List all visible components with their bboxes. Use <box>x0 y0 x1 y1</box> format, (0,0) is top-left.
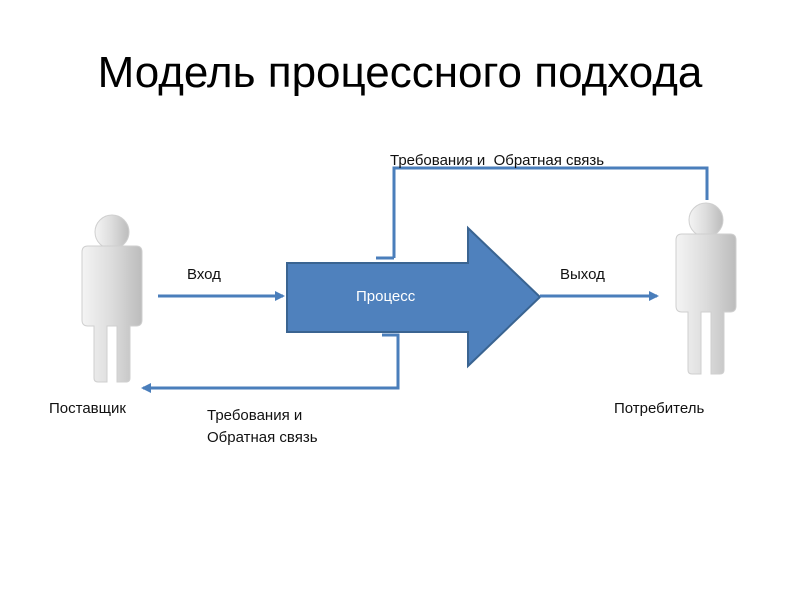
page-title: Модель процессного подхода <box>97 48 703 97</box>
bottom-feedback-label-line1: Требования и <box>207 407 303 424</box>
top-feedback-label: Требования и Обратная связь <box>390 152 605 169</box>
bottom-feedback-label-line2: Обратная связь <box>207 429 318 446</box>
consumer-label: Потребитель <box>614 400 705 417</box>
supplier-label: Поставщик <box>49 400 126 417</box>
input-label: Вход <box>187 266 221 283</box>
process-arrow-shape <box>286 225 542 369</box>
process-label: Процесс <box>356 288 416 305</box>
top-feedback-arrow <box>392 166 709 258</box>
supplier-person-icon <box>81 214 143 383</box>
output-label: Выход <box>560 266 605 283</box>
bottom-feedback-arrow <box>141 333 400 393</box>
consumer-person-icon <box>675 202 737 375</box>
